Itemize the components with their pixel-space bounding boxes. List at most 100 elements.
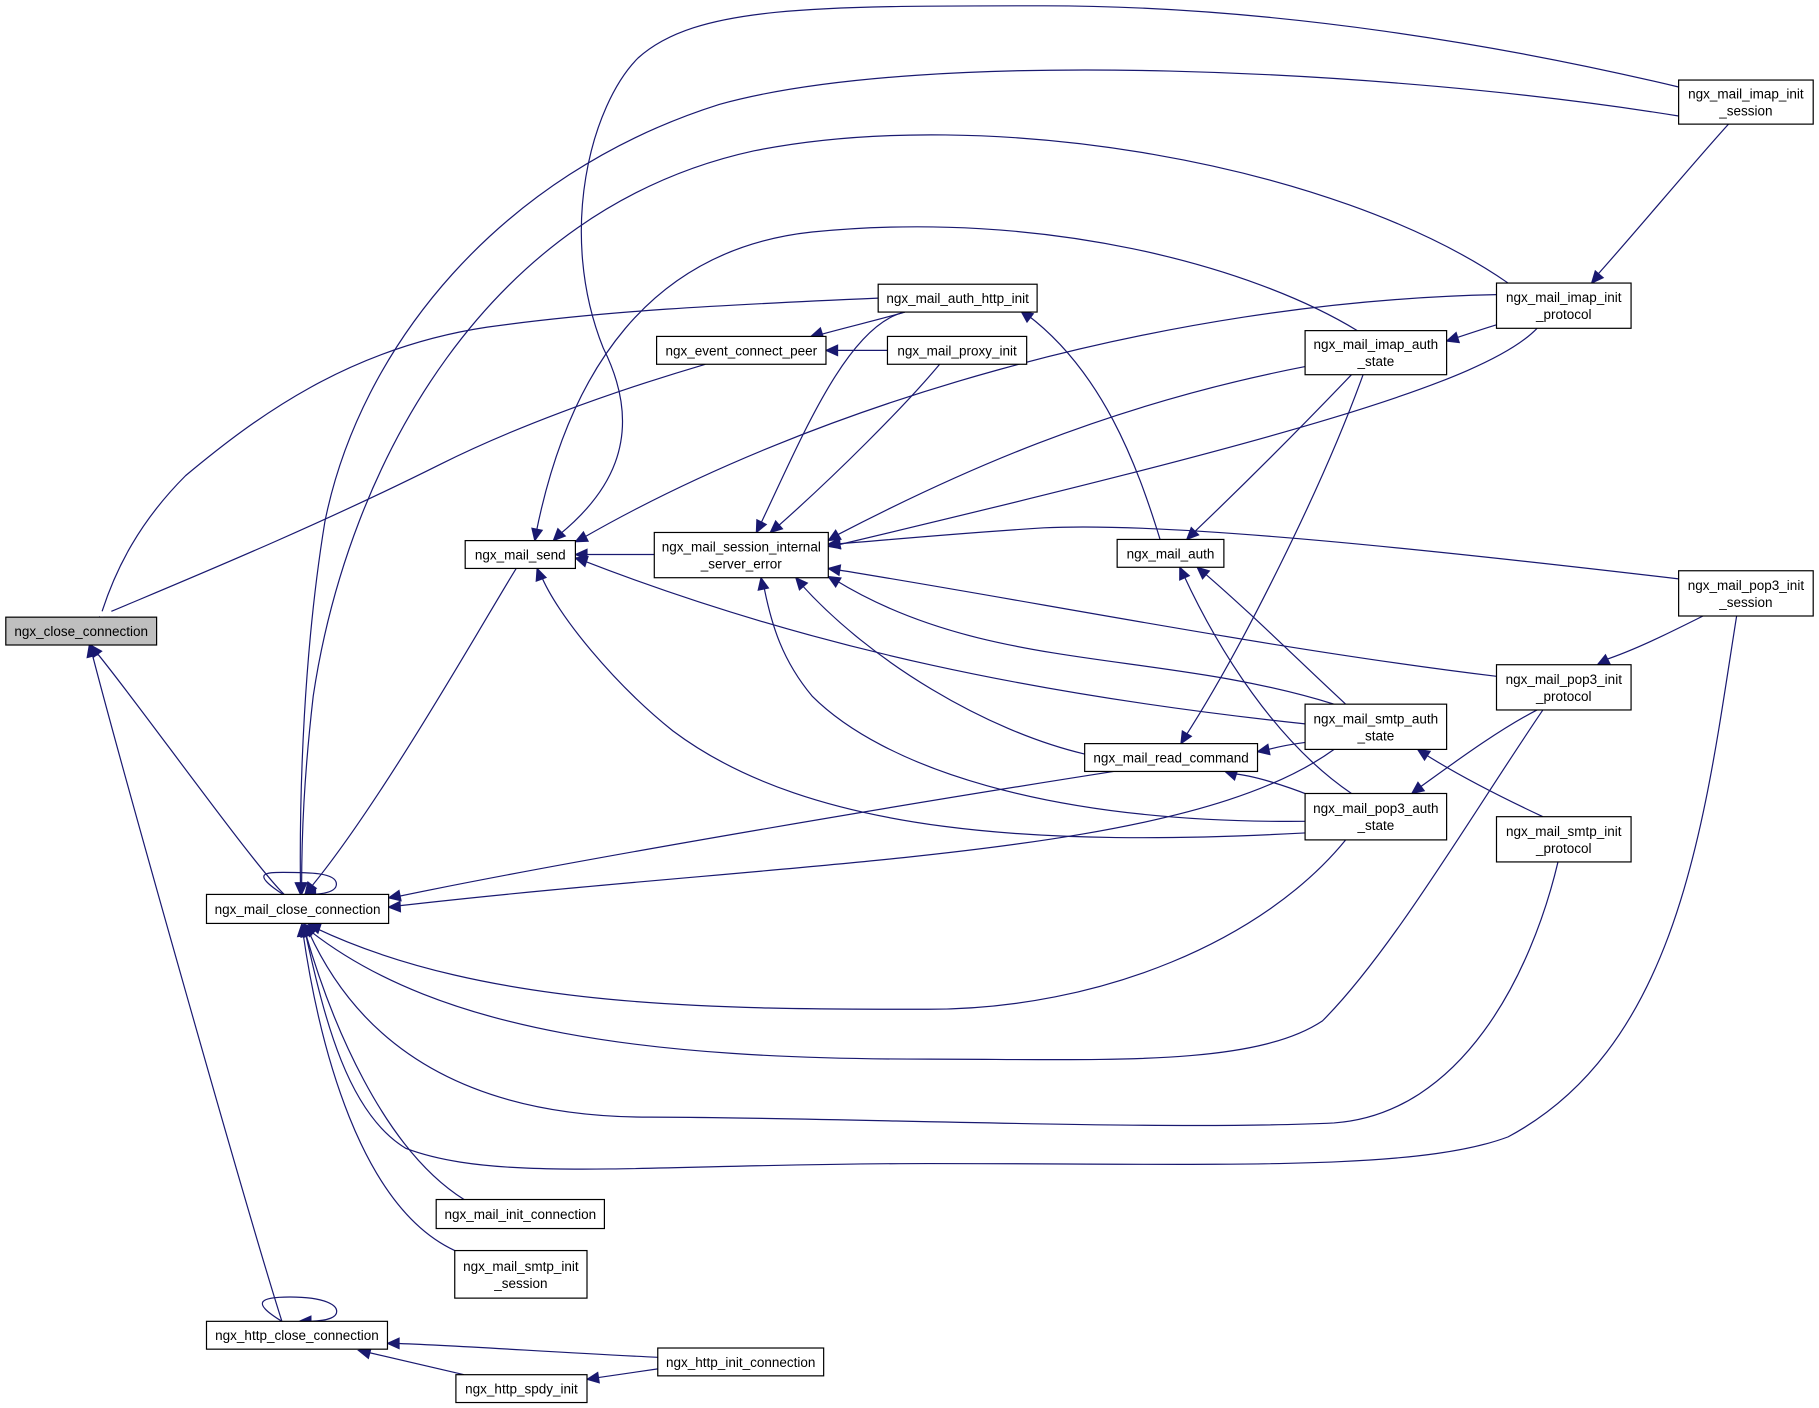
edge-ngx_http_close_connection-to-ngx_close_connection — [86, 643, 282, 1321]
node-label: ngx_mail_imap_auth — [1314, 337, 1439, 352]
edge-line — [541, 574, 1305, 837]
edge-ngx_mail_imap_auth_state-to-ngx_mail_session_internal_server_error — [827, 367, 1305, 542]
edge-ngx_mail_imap_auth_state-to-ngx_mail_read_command — [1180, 375, 1363, 745]
edge-ngx_mail_pop3_init_protocol-to-ngx_mail_session_internal_server_error — [826, 564, 1496, 677]
edge-ngx_mail_pop3_init_protocol-to-ngx_mail_close_connection — [304, 710, 1543, 1060]
node-box — [657, 1347, 825, 1377]
node-ngx_mail_read_command[interactable]: ngx_mail_read_command — [1084, 743, 1259, 773]
arrowhead-icon — [1256, 743, 1271, 756]
arrowhead-icon — [535, 567, 548, 582]
node-label: ngx_mail_read_command — [1093, 751, 1248, 766]
edge-ngx_mail_pop3_auth_state-to-ngx_mail_session_internal_server_error — [757, 576, 1305, 822]
arrowhead-icon — [531, 527, 544, 542]
node-box — [455, 1374, 588, 1404]
node-box — [454, 1249, 588, 1299]
edge-ngx_mail_auth_http_init-to-ngx_event_connect_peer — [809, 312, 905, 339]
arrowhead-icon — [1590, 269, 1605, 285]
arrowhead-icon — [826, 564, 842, 577]
edge-ngx_mail_proxy_init-to-ngx_mail_session_internal_server_error — [769, 364, 940, 534]
edge-line — [1454, 325, 1497, 339]
edge-line — [835, 580, 1334, 704]
edges-layer — [86, 6, 1736, 1384]
node-ngx_mail_pop3_init_protocol[interactable]: ngx_mail_pop3_init_protocol — [1495, 664, 1632, 711]
node-label: ngx_mail_imap_init — [1506, 290, 1622, 305]
edge-line — [1184, 375, 1363, 738]
edge-line — [1596, 124, 1728, 276]
node-label: ngx_mail_proxy_init — [897, 343, 1017, 358]
arrowhead-icon — [827, 529, 842, 542]
node-box — [1304, 792, 1448, 841]
node-label: _server_error — [700, 557, 783, 572]
edge-line — [836, 570, 1496, 677]
arrowhead-icon — [86, 643, 99, 659]
edge-ngx_mail_close_connection-to-ngx_close_connection — [89, 643, 284, 895]
edge-line — [536, 227, 1357, 534]
edge-line — [776, 364, 940, 528]
arrowhead-icon — [304, 881, 318, 896]
edge-ngx_mail_smtp_init_protocol-to-ngx_mail_smtp_auth_state — [1416, 748, 1543, 816]
node-label: ngx_close_connection — [14, 624, 148, 639]
node-label: ngx_http_spdy_init — [465, 1382, 578, 1397]
edge-ngx_mail_smtp_auth_state-to-ngx_mail_send — [574, 555, 1305, 724]
node-ngx_mail_init_connection[interactable]: ngx_mail_init_connection — [435, 1198, 605, 1230]
node-ngx_mail_imap_auth_state[interactable]: ngx_mail_imap_auth _state — [1304, 330, 1448, 376]
node-ngx_http_close_connection[interactable]: ngx_http_close_connection — [205, 1320, 389, 1350]
edge-ngx_mail_imap_auth_state-to-ngx_mail_auth — [1185, 375, 1352, 541]
edge-ngx_mail_smtp_init_protocol-to-ngx_mail_close_connection — [303, 862, 1558, 1126]
edge-line — [836, 328, 1537, 545]
node-ngx_mail_send[interactable]: ngx_mail_send — [464, 539, 576, 570]
node-ngx_mail_smtp_init_protocol[interactable]: ngx_mail_smtp_init_protocol — [1495, 816, 1632, 863]
arrowhead-icon — [1179, 565, 1191, 581]
edge-line — [311, 710, 1543, 1060]
node-ngx_http_init_connection[interactable]: ngx_http_init_connection — [657, 1347, 825, 1377]
edge-line — [594, 1369, 658, 1378]
edge-line — [800, 584, 1084, 755]
node-label: _session — [1718, 104, 1772, 119]
edge-line — [1203, 572, 1346, 704]
edge-ngx_mail_smtp_auth_state-to-ngx_mail_auth — [1196, 566, 1346, 704]
arrowhead-icon — [1180, 730, 1193, 745]
edge-line — [95, 651, 284, 895]
edge-line — [303, 932, 455, 1251]
node-ngx_mail_session_internal_server_error[interactable]: ngx_mail_session_internal_server_error — [653, 531, 829, 579]
node-ngx_mail_pop3_auth_state[interactable]: ngx_mail_pop3_auth_state — [1304, 792, 1448, 841]
node-ngx_mail_imap_init_session[interactable]: ngx_mail_imap_init_session — [1678, 79, 1814, 125]
node-label: ngx_mail_pop3_init — [1688, 578, 1805, 593]
node-ngx_mail_close_connection[interactable]: ngx_mail_close_connection — [205, 893, 390, 925]
node-box — [653, 531, 829, 579]
node-label: ngx_http_close_connection — [215, 1328, 379, 1343]
node-box — [464, 539, 576, 570]
node-ngx_mail_pop3_init_session[interactable]: ngx_mail_pop3_init_session — [1678, 570, 1814, 617]
node-box — [1495, 282, 1632, 329]
node-ngx_mail_auth[interactable]: ngx_mail_auth — [1116, 538, 1225, 568]
node-ngx_mail_smtp_init_session[interactable]: ngx_mail_smtp_init_session — [454, 1249, 588, 1299]
node-label: _state — [1356, 354, 1394, 369]
edge-line — [1027, 314, 1160, 539]
node-ngx_mail_auth_http_init[interactable]: ngx_mail_auth_http_init — [877, 283, 1038, 313]
edge-line — [835, 527, 1678, 579]
arrowhead-icon — [1596, 653, 1612, 666]
edge-line — [818, 312, 905, 335]
node-ngx_mail_proxy_init[interactable]: ngx_mail_proxy_init — [886, 335, 1028, 365]
edge-ngx_mail_imap_init_session-to-ngx_mail_close_connection — [294, 70, 1678, 896]
node-label: _state — [1356, 818, 1394, 833]
node-ngx_http_spdy_init[interactable]: ngx_http_spdy_init — [455, 1374, 588, 1404]
edge-ngx_mail_proxy_init-to-ngx_event_connect_peer — [824, 344, 887, 357]
node-ngx_mail_imap_init_protocol[interactable]: ngx_mail_imap_init_protocol — [1495, 282, 1632, 329]
edge-ngx_mail_smtp_init_session-to-ngx_mail_close_connection — [296, 923, 455, 1251]
node-box — [1304, 703, 1448, 751]
edge-line — [310, 568, 516, 888]
node-ngx_mail_smtp_auth_state[interactable]: ngx_mail_smtp_auth_state — [1304, 703, 1448, 751]
edge-ngx_mail_imap_init_protocol-to-ngx_mail_imap_auth_state — [1445, 325, 1497, 344]
node-ngx_event_connect_peer[interactable]: ngx_event_connect_peer — [656, 335, 827, 365]
arrowhead-icon — [1445, 331, 1461, 344]
edge-ngx_mail_imap_init_protocol-to-ngx_mail_close_connection — [295, 135, 1508, 896]
arrowhead-icon — [1410, 781, 1426, 795]
node-label: _protocol — [1535, 689, 1592, 704]
arrowhead-icon — [826, 537, 841, 550]
edge-line — [302, 135, 1508, 888]
node-box — [1304, 330, 1448, 376]
node-label: ngx_mail_smtp_auth — [1314, 711, 1439, 726]
node-ngx_close_connection[interactable]: ngx_close_connection — [5, 616, 158, 646]
edge-ngx_mail_pop3_init_session-to-ngx_mail_session_internal_server_error — [826, 527, 1678, 579]
